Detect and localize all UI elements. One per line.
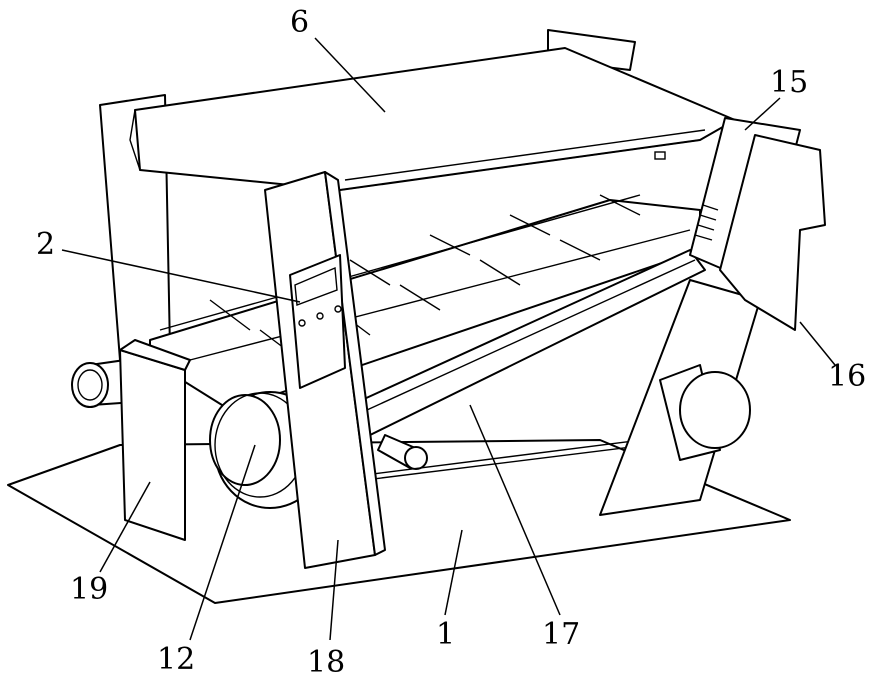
label-6: 6 <box>290 8 309 38</box>
top-conveyor <box>135 48 735 190</box>
top-conveyor-marker <box>655 152 665 159</box>
left-support <box>120 350 185 540</box>
label-15: 15 <box>770 68 808 98</box>
label-16: 16 <box>828 362 866 392</box>
label-19: 19 <box>70 575 108 605</box>
label-18: 18 <box>307 648 345 678</box>
label-1: 1 <box>436 620 455 650</box>
label-17: 17 <box>542 620 580 650</box>
label-12: 12 <box>157 645 195 675</box>
label-2: 2 <box>36 230 55 260</box>
control-panel <box>290 255 345 388</box>
